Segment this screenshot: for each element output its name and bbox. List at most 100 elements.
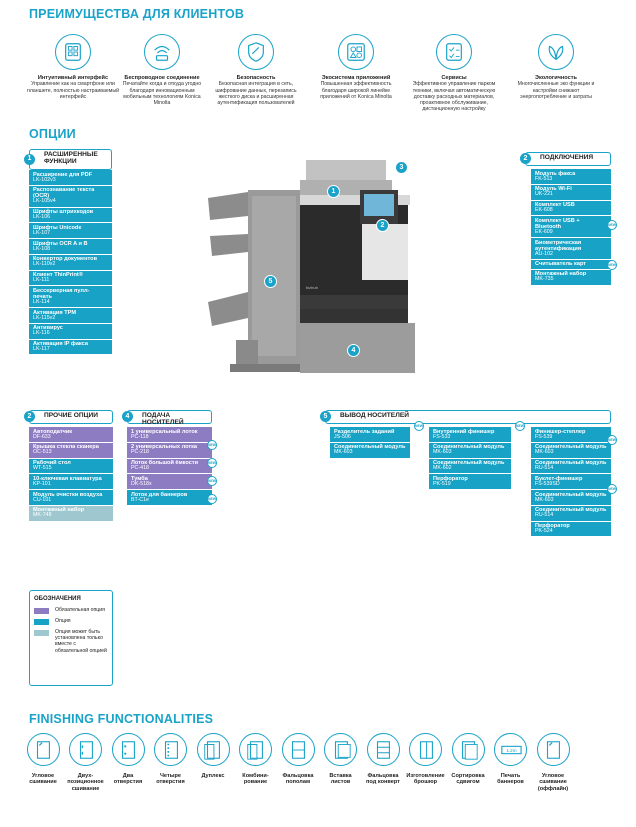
- group-title: ПОДАЧА НОСИТЕЛЕЙ: [142, 412, 184, 426]
- option-name: Соединительный модуль: [535, 491, 607, 498]
- finishing-item: Вставка листов: [321, 733, 361, 786]
- option-code: MK-735: [535, 276, 554, 283]
- finishing-item: Сортировка сдвигом: [448, 733, 488, 786]
- option-code: FS-533: [433, 433, 451, 440]
- benefit-title: Интуитивный интерфейс: [37, 75, 109, 81]
- option-name: 10-ключевая клавиатура: [33, 475, 102, 482]
- callout-3: 3: [395, 161, 408, 174]
- option-code: RU-514: [535, 465, 554, 472]
- option-code: MK-603: [535, 449, 554, 456]
- checklist-icon: [436, 34, 472, 70]
- finishing-label: Сортировка сдвигом: [451, 773, 485, 786]
- finishing-label: Угловое сшивание (оффлайн): [537, 773, 569, 792]
- banner-icon: 1.2m: [494, 733, 527, 766]
- group-number-badge: 5: [320, 411, 331, 422]
- option-name: Лоток большой ёмкости: [131, 460, 199, 466]
- option-code: LK-108: [33, 245, 51, 252]
- legend-text: Опция: [55, 618, 71, 624]
- finishing-item: Комбини-рование: [236, 733, 276, 786]
- benefits-title: ПРЕИМУЩЕСТВА ДЛЯ КЛИЕНТОВ: [29, 7, 245, 21]
- option-name: Тумба: [131, 475, 148, 482]
- option-code: MK-748: [33, 512, 52, 519]
- option-name: Комплект USB: [535, 202, 575, 208]
- finishing-item: Изготовление брошюр: [406, 733, 446, 786]
- finishing-label: Изготовление брошюр: [406, 773, 445, 786]
- option-code: MK-603: [433, 449, 452, 456]
- option-code: FS-539SD: [535, 480, 560, 487]
- group-media-output-header: 5 ВЫВОД НОСИТЕЛЕЙ: [320, 410, 611, 424]
- finishing-item: Фальцовка под конверт: [363, 733, 403, 786]
- option-name: Соединительный модуль: [433, 460, 505, 466]
- option-name: Шрифты штрихкодов: [33, 209, 94, 216]
- finishing-label: Фальцовка под конверт: [366, 773, 400, 786]
- finishing-label: Четыре отверстия: [156, 773, 185, 786]
- option-code: RU-514: [535, 512, 554, 519]
- new-badge: NEW: [207, 458, 217, 468]
- finisher-tray: [208, 192, 248, 220]
- group-other-header: 2 ПРОЧИЕ ОПЦИИ: [24, 410, 113, 424]
- option-code: PK-524: [535, 528, 553, 535]
- finishing-title: FINISHING FUNCTIONALITIES: [29, 712, 214, 726]
- option-code: LK-110v2: [33, 261, 56, 268]
- option-name: Шрифты OCR A и B: [33, 240, 88, 247]
- benefit-desc: Управление как на смартфоне или планшете…: [27, 81, 119, 100]
- legend-item: Опция: [34, 618, 108, 625]
- option-code: LK-111: [33, 277, 50, 284]
- option-code: LK-102v3: [33, 176, 56, 183]
- option-name: Соединительный модуль: [535, 507, 607, 514]
- legend-text: Обязательная опция: [55, 607, 105, 613]
- option-code: PC-218: [131, 449, 149, 456]
- option-code: DK-518x: [131, 480, 152, 487]
- half-fold-icon: [281, 733, 315, 766]
- option-name: Финишер-степлер: [535, 428, 586, 435]
- group-number-badge: 2: [24, 411, 35, 422]
- group-number-badge: 4: [122, 411, 133, 422]
- duplex-icon: [196, 733, 230, 766]
- option-code: PK-519: [433, 480, 451, 487]
- new-badge: NEW: [207, 494, 217, 504]
- printer-illustration: bizhub: [208, 160, 415, 373]
- option-name: Монтажный набор: [535, 271, 587, 278]
- finishing-label: Фальцовка пополам: [282, 773, 314, 786]
- finishing-item: Двух-позиционное сшивание: [66, 733, 106, 792]
- option-name: Разделитель заданий: [334, 428, 395, 435]
- finishing-label: Дуплекс: [201, 773, 225, 779]
- new-badge: NEW: [607, 484, 617, 494]
- option-code: JS-506: [334, 433, 351, 440]
- option-code: BT-C1e: [131, 496, 149, 503]
- legend-item: Опция может быть установлена только вмес…: [34, 629, 108, 654]
- benefit-title: Беспроводное соединение: [124, 75, 200, 81]
- new-badge: NEW: [207, 476, 217, 486]
- option-name: Модуль очистки воздуха: [33, 491, 103, 498]
- callout-5: 5: [264, 275, 277, 288]
- four-holes-icon: [154, 733, 187, 766]
- option-code: AU-102: [535, 250, 553, 257]
- offline-staple-icon: [536, 733, 570, 766]
- option-name: Соединительный модуль: [535, 444, 607, 451]
- option-code: CU-101: [33, 496, 52, 503]
- option-code: MK-602: [433, 465, 452, 472]
- option-name: Активация TPM: [33, 309, 76, 316]
- option-code: LK-117: [33, 346, 50, 353]
